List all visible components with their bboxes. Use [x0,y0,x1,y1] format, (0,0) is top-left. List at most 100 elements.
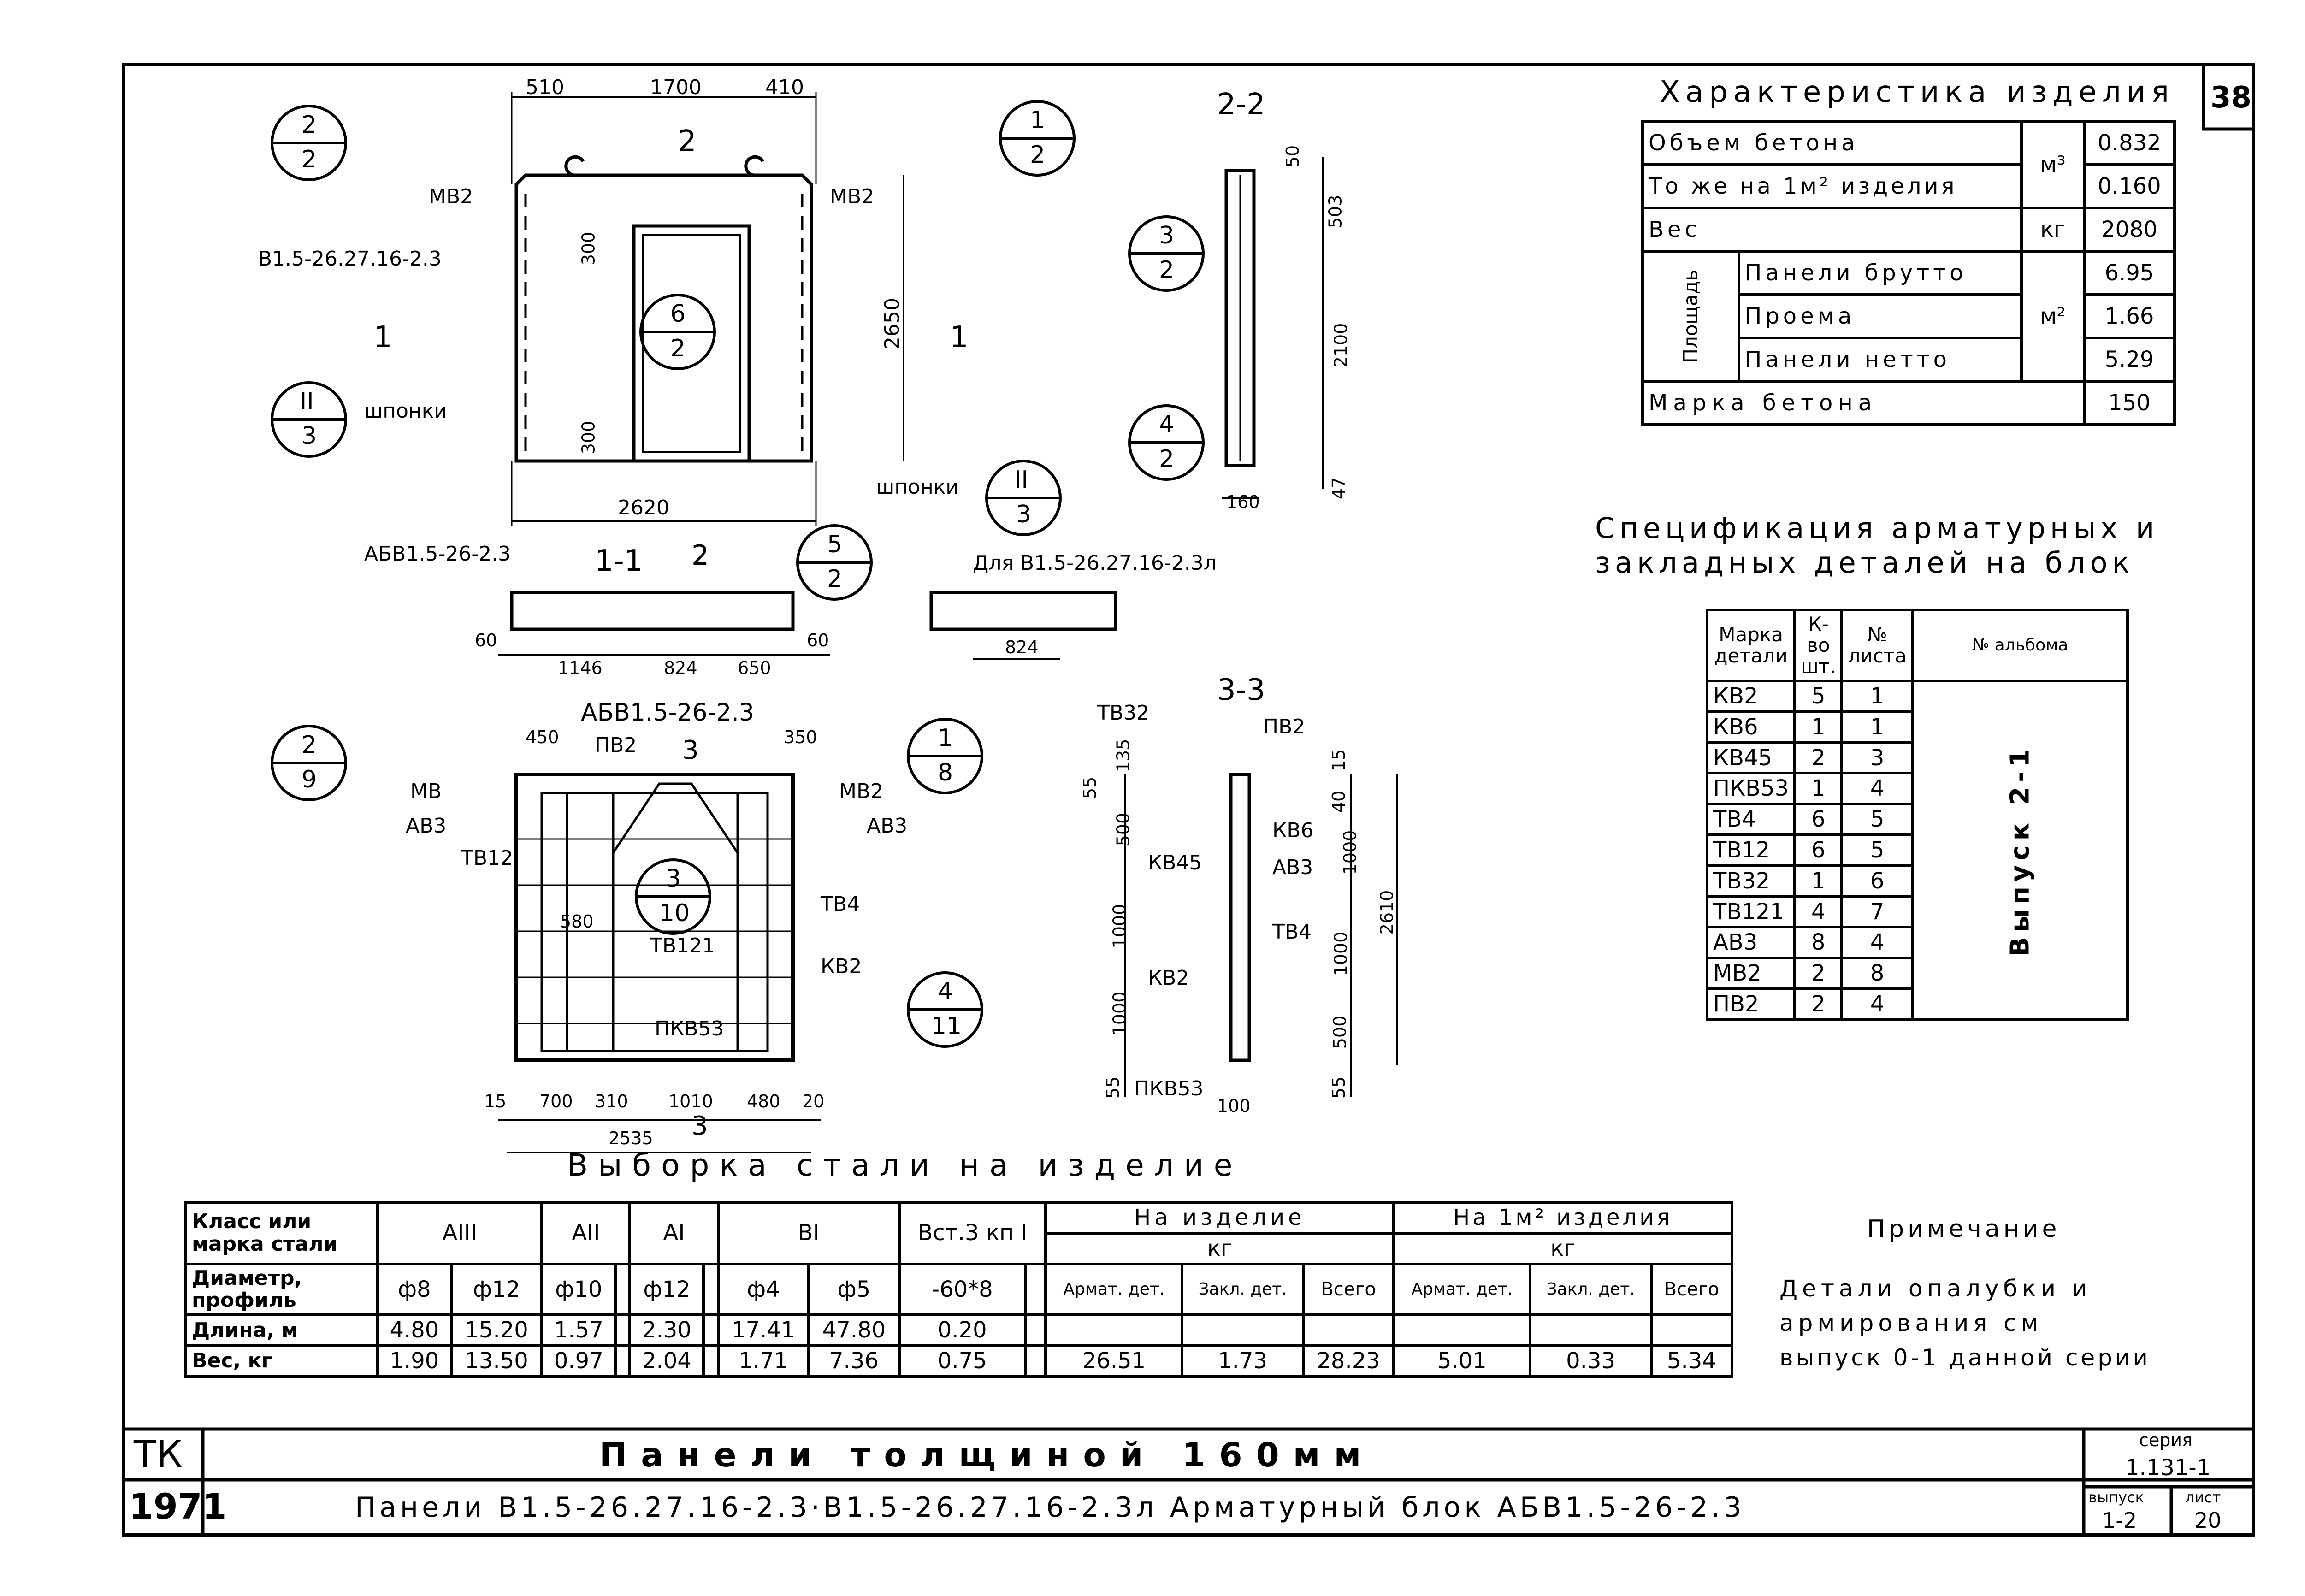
char-value: 150 [2083,380,2176,426]
dim-33-1000b: 1000 [1109,991,1130,1036]
spec-cell: 6 [1793,803,1844,836]
mark-tb4: ТВ4 [821,893,860,916]
profile-cell: ф8 [376,1262,453,1317]
per-item-header: На изделие [1044,1201,1395,1235]
bubble-top: 6 [670,300,686,328]
dim-33-500b: 500 [1330,1015,1350,1049]
spec-cell: ТВ12 [1705,833,1797,867]
spec-cell: 1 [1840,710,1914,744]
cut-label-1-right: 1 [950,320,969,355]
spec-cell: ТВ121 [1705,895,1797,929]
mark-kb45: КВ45 [1148,851,1202,875]
cut-label-1-left: 1 [373,320,392,355]
mark-ab3-left: АВ3 [406,814,447,838]
length-cell: 17.41 [716,1313,810,1348]
bubble-bottom: 9 [301,766,317,793]
bubble-bottom: 2 [670,335,686,362]
mb2-right-label: МВ2 [830,185,875,208]
bubble-top: 3 [1159,222,1175,249]
bubble-top: 4 [938,978,953,1005]
dim-50: 50 [1283,145,1303,168]
spec-cell: КВ45 [1705,741,1797,775]
dim-33-500: 500 [1113,812,1134,846]
length-cell [702,1313,720,1348]
mark-tb32: ТВ32 [1097,701,1150,725]
dim-33-55-top: 55 [1080,776,1100,799]
area-label-text: Площадь [1679,269,1702,363]
spec-cell: 8 [1793,926,1844,960]
spec-cell: 1 [1793,864,1844,898]
mark-ab3-right: АВ3 [867,814,908,838]
bubble-bottom: 8 [938,759,953,786]
sheet-subtitle: Панели В1.5-26.27.16-2.3·В1.5-26.27.16-2… [355,1491,1745,1524]
company-label: ТК [134,1433,183,1476]
steel-table: Класс или марка стали АIII АII АI ВI Вст… [184,1201,1734,1378]
dim-503: 503 [1325,195,1346,229]
sub-header: Всего [1301,1262,1395,1317]
year-label: 1971 [129,1486,227,1527]
spec-cell: 6 [1793,833,1844,867]
spec-album: Выпуск 2-1 [1911,680,2129,1021]
bubble-top: 5 [827,531,843,558]
char-value: 0.832 [2083,120,2176,166]
mark-ab3-33: АВ3 [1272,856,1313,879]
area-label: Площадь [1641,250,1741,383]
series-label: серия [2139,1430,2193,1450]
spec-cell: 7 [1840,895,1914,929]
section-1-1-title: 1-1 [595,544,643,578]
dim-510: 510 [526,76,564,99]
spec-cell: ПКВ53 [1705,772,1797,806]
dim-2100: 2100 [1330,323,1351,368]
note-line: Детали опалубки и [1779,1275,2092,1302]
bubble-top: II [300,388,314,415]
abv-label-block: АБВ1.5-26-2.3 [581,699,755,727]
char-value: 6.95 [2083,250,2176,296]
length-cell: 0.20 [898,1313,1027,1348]
char-label: Панели нетто [1738,337,2023,383]
char-label: Марка бетона [1641,380,2086,426]
mark-pb2: ПВ2 [595,733,637,757]
spec-cell: 6 [1840,864,1914,898]
sub-header: Закл. дет. [1529,1262,1653,1317]
spec-cell: 4 [1840,926,1914,960]
dim-824: 824 [664,658,697,678]
steel-class: Вст.3 кп I [898,1201,1047,1265]
spec-cell: ТВ4 [1705,803,1797,836]
dim-2620: 2620 [618,496,669,520]
spec-cell: 4 [1840,772,1914,806]
bubble-top: 2 [301,111,317,139]
bubble-bottom: 2 [1159,445,1175,473]
weight-header: Вес, кг [184,1344,379,1378]
profile-cell [614,1262,632,1317]
mark-tb4-33: ТВ4 [1272,920,1312,944]
total-cell: 28.23 [1301,1344,1395,1378]
char-label: Вес [1641,207,2023,253]
dim-47: 47 [1329,477,1349,500]
weight-cell: 1.90 [376,1344,453,1378]
spec-cell: 2 [1793,987,1844,1021]
length-header: Длина, м [184,1313,379,1348]
bubble-bottom: 11 [931,1012,962,1040]
mark-kb2: КВ2 [821,955,862,978]
dim-1010: 1010 [668,1091,713,1111]
bubble-bottom: 3 [301,422,317,450]
spec-cell: МВ2 [1705,957,1797,990]
bubble-top: II [1014,466,1028,494]
profile-header: Диаметр, профиль [184,1262,379,1317]
mark-pb2-33: ПВ2 [1263,715,1306,739]
spec-header: К-во шт. [1793,609,1844,682]
total-cell: 5.34 [1649,1344,1734,1378]
mark-tb12: ТВ12 [461,846,514,870]
note-title: Примечание [1867,1215,2061,1243]
spec-cell: 2 [1793,957,1844,990]
char-label: Объем бетона [1641,120,2023,166]
mb2-left-label: МВ2 [429,185,473,208]
sheet-number: 38 [2210,81,2252,115]
total-cell: 0.33 [1529,1344,1653,1378]
dim-410: 410 [765,76,804,99]
total-cell: 1.73 [1181,1344,1305,1378]
dim-2650: 2650 [880,298,904,349]
char-unit: м² [2020,250,2086,383]
dim-33-1000c: 1000 [1340,830,1360,875]
weight-cell: 2.04 [628,1344,705,1378]
